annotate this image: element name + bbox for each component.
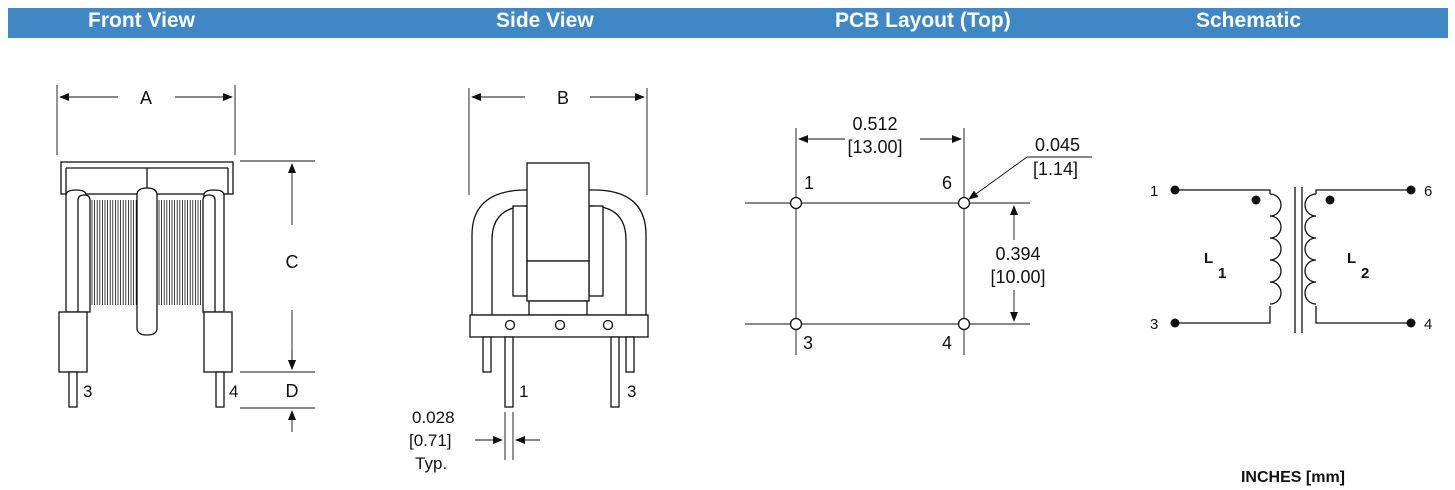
pcb-layout-drawing: 0.512 [13.00] 1 6 3 4 0.045 [1.14] 0.394…	[745, 114, 1092, 355]
pcb-pin-3: 3	[803, 333, 813, 353]
front-pin-4: 4	[229, 382, 238, 401]
units-note: INCHES [mm]	[1241, 469, 1345, 486]
pcb-height-mm: [10.00]	[990, 267, 1045, 287]
pcb-height-in: 0.394	[995, 244, 1040, 264]
pin-width-in: 0.028	[412, 408, 455, 427]
l1-subscript: 1	[1218, 265, 1226, 282]
front-view-title: Front View	[88, 9, 195, 32]
dim-c-label: C	[286, 252, 299, 272]
side-view-drawing: B 1 3 0.028 [0.71] Typ.	[409, 88, 649, 473]
dim-b-label: B	[557, 88, 569, 108]
pcb-pin-6: 6	[942, 173, 952, 193]
schematic-drawing: 1 3 6 4 L 1 L 2	[1150, 183, 1432, 333]
pin-width-note: Typ.	[415, 454, 447, 473]
pcb-hole-mm: [1.14]	[1033, 159, 1078, 179]
dim-d-label: D	[286, 381, 299, 401]
schem-pin-4: 4	[1424, 316, 1432, 333]
front-pin-3: 3	[83, 382, 92, 401]
side-pin-1: 1	[519, 382, 528, 401]
dim-a-label: A	[140, 88, 152, 108]
l2-letter: L	[1347, 250, 1356, 267]
pin-width-mm: [0.71]	[409, 431, 452, 450]
schem-pin-3: 3	[1150, 316, 1158, 333]
pcb-width-in: 0.512	[852, 114, 897, 134]
pcb-hole-in: 0.045	[1035, 135, 1080, 155]
pcb-pin-1: 1	[804, 173, 814, 193]
schem-pin-1: 1	[1150, 183, 1158, 200]
pcb-layout-title: PCB Layout (Top)	[835, 9, 1011, 32]
schem-pin-6: 6	[1424, 183, 1432, 200]
header-bar	[8, 8, 1448, 38]
side-pin-3: 3	[627, 382, 636, 401]
front-view-drawing: A 3 4 C D	[56, 85, 315, 432]
side-view-title: Side View	[496, 9, 594, 32]
l2-subscript: 2	[1361, 265, 1369, 282]
pcb-width-mm: [13.00]	[847, 137, 902, 157]
l1-letter: L	[1204, 250, 1213, 267]
pcb-pin-4: 4	[942, 333, 952, 353]
schematic-title: Schematic	[1196, 9, 1302, 32]
